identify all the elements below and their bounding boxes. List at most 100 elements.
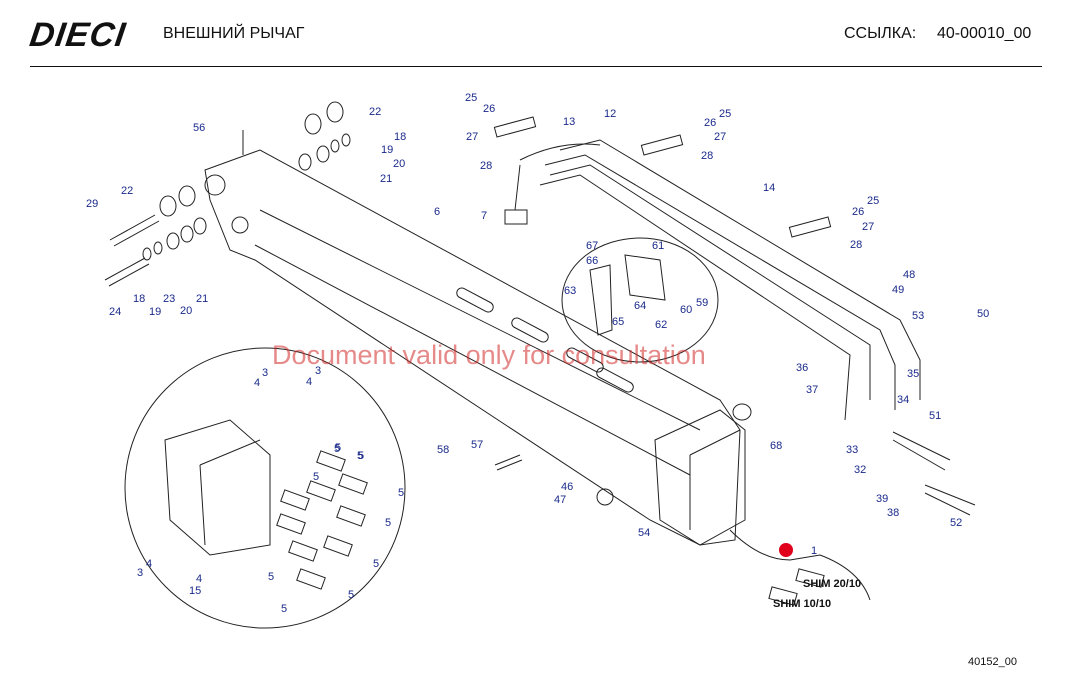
- ring-19: [153, 241, 163, 255]
- detail-circle-head: [124, 347, 406, 629]
- callout-63: 63: [564, 285, 576, 297]
- bushing-22a: [159, 195, 177, 217]
- pin-57: [494, 454, 523, 471]
- callout-59: 59: [696, 297, 708, 309]
- bracket-64: [589, 264, 613, 336]
- callout-7: 7: [481, 210, 487, 222]
- watermark: Document valid only for consultation: [272, 340, 706, 370]
- bracket-62: [624, 254, 666, 301]
- pipe-14d: [539, 174, 851, 421]
- ring-19b: [330, 139, 340, 153]
- callout-15: 15: [189, 585, 201, 597]
- pin-24: [104, 257, 150, 287]
- callout-68: 68: [770, 440, 782, 452]
- boom-head: [654, 409, 746, 546]
- callout-13: 13: [563, 116, 575, 128]
- pin-29: [109, 214, 160, 247]
- callout-53: 53: [912, 310, 924, 322]
- boom-pivot-eye: [204, 174, 226, 196]
- pad-5e: [336, 505, 366, 527]
- callout-26: 26: [852, 206, 864, 218]
- callout-28: 28: [701, 150, 713, 162]
- callout-26: 26: [483, 103, 495, 115]
- callout-58: 58: [437, 444, 449, 456]
- pad-5d: [280, 489, 310, 511]
- callout-57: 57: [471, 439, 483, 451]
- callout-20: 20: [393, 158, 405, 170]
- callout-4: 4: [146, 558, 152, 570]
- callout-21: 21: [380, 173, 392, 185]
- pad-5i: [296, 568, 326, 590]
- shim-10-label: SHIM 10/10: [773, 598, 832, 610]
- hose-7: [514, 164, 521, 211]
- callout-36: 36: [796, 362, 808, 374]
- header-rule: [30, 66, 1042, 67]
- callout-3: 3: [262, 367, 268, 379]
- callout-56: 56: [193, 122, 205, 134]
- callout-3: 3: [315, 365, 321, 377]
- callout-66: 66: [586, 255, 598, 267]
- pipe-14b: [544, 154, 896, 410]
- callout-52: 52: [950, 517, 962, 529]
- callout-28: 28: [850, 239, 862, 251]
- boom-slot-4: [596, 367, 634, 393]
- callout-18: 18: [394, 131, 406, 143]
- callout-26: 26: [704, 117, 716, 129]
- clamp-block-27a: [493, 116, 537, 138]
- callout-5: 5: [335, 442, 341, 454]
- callout-5: 5: [373, 558, 379, 570]
- pad-5c: [306, 480, 336, 502]
- pipe-14a: [559, 139, 921, 400]
- callout-22: 22: [121, 185, 133, 197]
- shim-20-plate: [795, 568, 825, 588]
- callout-50: 50: [977, 308, 989, 320]
- callout-1: 1: [811, 545, 817, 557]
- callout-27: 27: [862, 221, 874, 233]
- bushing-22c: [304, 113, 322, 135]
- callout-5: 5: [348, 589, 354, 601]
- ring-21b: [298, 153, 312, 171]
- callout-5: 5: [281, 603, 287, 615]
- callout-23: 23: [163, 293, 175, 305]
- pad-5g: [323, 535, 353, 557]
- ring-20: [180, 225, 194, 243]
- pad-5h: [288, 540, 318, 562]
- callout-5: 5: [385, 517, 391, 529]
- callout-64: 64: [634, 300, 646, 312]
- callout-14: 14: [763, 182, 775, 194]
- callout-5: 5: [357, 450, 363, 462]
- callout-33: 33: [846, 444, 858, 456]
- callout-21: 21: [196, 293, 208, 305]
- callout-25: 25: [719, 108, 731, 120]
- boom-bottom-edge: [254, 244, 691, 476]
- shim-20-label: SHIM 20/10: [803, 578, 862, 590]
- boom-slot-2: [511, 317, 549, 343]
- callout-12: 12: [604, 108, 616, 120]
- header: DIECI ВНЕШНИЙ РЫЧАГ ССЫЛКА: 40-00010_00: [0, 0, 1076, 68]
- callout-4: 4: [254, 377, 260, 389]
- callout-5: 5: [268, 571, 274, 583]
- callout-61: 61: [652, 240, 664, 252]
- reference-code: 40-00010_00: [937, 25, 1032, 42]
- callout-34: 34: [897, 394, 909, 406]
- callout-65: 65: [612, 316, 624, 328]
- highlight-marker: [779, 543, 793, 557]
- detail-circle-sensor: [561, 237, 719, 363]
- reference-label: ССЫЛКА:: [844, 25, 917, 42]
- ring-23: [166, 232, 180, 250]
- callout-27: 27: [714, 131, 726, 143]
- bushing-22b: [178, 185, 196, 207]
- hose-13: [519, 143, 601, 161]
- callout-25: 25: [465, 92, 477, 104]
- pad-5b: [338, 473, 368, 495]
- callout-28: 28: [480, 160, 492, 172]
- callout-51: 51: [929, 410, 941, 422]
- callout-18: 18: [133, 293, 145, 305]
- head-frame: [164, 419, 271, 556]
- ring-18: [142, 247, 152, 261]
- bushing-54: [596, 488, 614, 506]
- callout-19: 19: [149, 306, 161, 318]
- boom-head-inner: [689, 429, 741, 530]
